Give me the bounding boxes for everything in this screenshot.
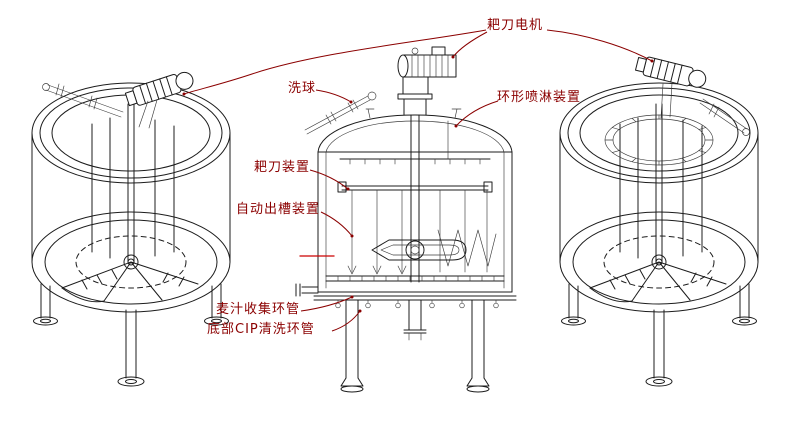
label-auto-discharge: 自动出槽装置 xyxy=(236,202,321,217)
discharge-plow xyxy=(371,239,467,261)
ring-spray-pipe xyxy=(339,120,491,165)
spray-ball-pipe xyxy=(304,91,377,135)
rake-shaft xyxy=(410,114,420,283)
false-bottom xyxy=(325,275,505,282)
right-tank-view xyxy=(559,56,759,387)
right-top-piping xyxy=(699,98,748,134)
left-rake-motor-icon xyxy=(124,71,194,107)
front-section-view xyxy=(295,46,517,393)
label-wort-ring: 麦汁收集环管 xyxy=(216,302,301,317)
center-rake-motor-icon xyxy=(397,46,457,116)
center-discharge-pipe xyxy=(403,299,427,341)
left-tank-view xyxy=(31,71,231,387)
label-ring-spray: 环形喷淋装置 xyxy=(497,90,582,105)
side-outlet-pipe xyxy=(295,283,319,297)
wort-collection-nozzles xyxy=(335,299,499,309)
ring-gear xyxy=(604,114,714,166)
label-rake-motor: 耙刀电机 xyxy=(487,18,544,33)
label-rake-device: 耙刀装置 xyxy=(254,160,311,175)
label-spray-ball: 洗球 xyxy=(288,81,317,96)
rake-assembly xyxy=(337,181,497,275)
label-cip-ring: 底部CIP清洗环管 xyxy=(207,322,315,337)
left-top-piping xyxy=(45,84,124,118)
right-rake-motor-icon xyxy=(634,56,707,88)
leader-lines xyxy=(182,29,654,332)
support-legs xyxy=(340,299,490,393)
